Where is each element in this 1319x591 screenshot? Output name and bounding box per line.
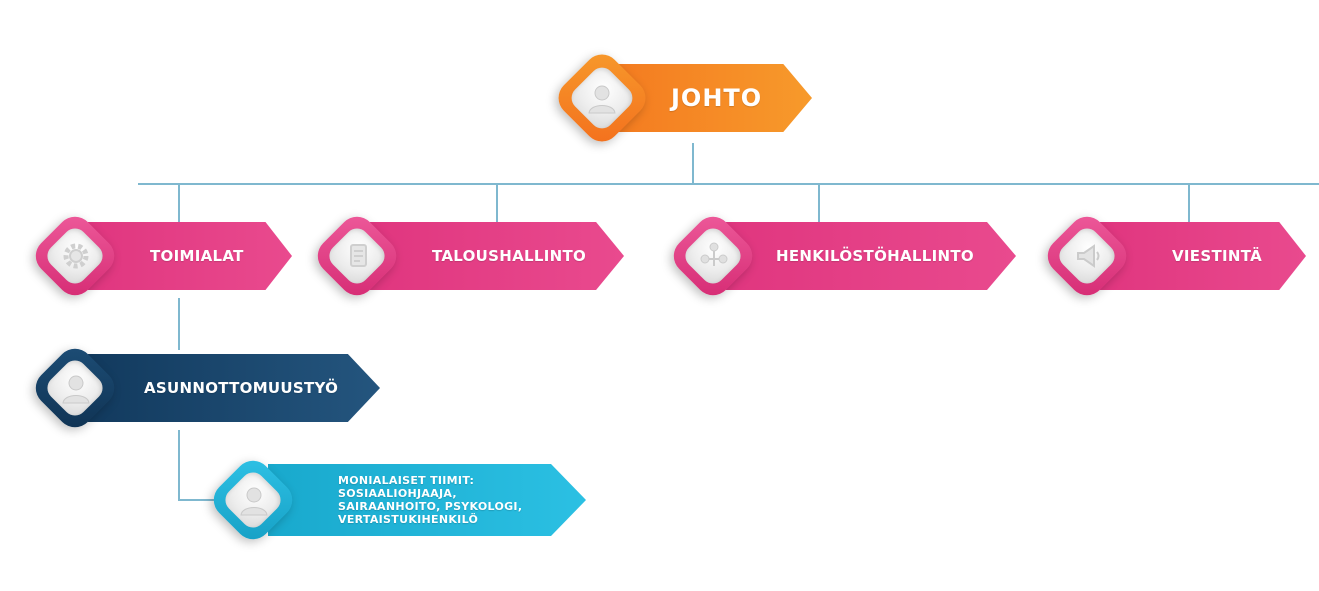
connector-toimialat bbox=[178, 183, 180, 223]
node-monialaiset-banner: MONIALAISET TIIMIT: SOSIAALIOHJAAJA, SAI… bbox=[268, 464, 586, 536]
person-icon bbox=[236, 482, 272, 518]
connector-henkilostohallinto bbox=[818, 183, 820, 223]
node-monialaiset-line-2: SOSIAALIOHJAAJA, bbox=[338, 487, 457, 500]
node-asunnottomuustyo: ASUNNOTTOMUUSTYÖ bbox=[28, 340, 382, 436]
megaphone-icon bbox=[1070, 238, 1106, 274]
connector-monialaiset-horizontal bbox=[178, 499, 220, 501]
node-johto: JOHTO bbox=[551, 47, 812, 149]
node-henkilostohallinto-banner: HENKILÖSTÖHALLINTO bbox=[726, 222, 1016, 290]
node-viestinta-label: VIESTINTÄ bbox=[1172, 247, 1262, 265]
document-icon bbox=[340, 238, 376, 274]
node-henkilostohallinto-label: HENKILÖSTÖHALLINTO bbox=[776, 247, 974, 265]
connector-horizontal-bus bbox=[138, 183, 1319, 185]
node-asunnottomuustyo-label: ASUNNOTTOMUUSTYÖ bbox=[144, 379, 339, 397]
connector-taloushallinto bbox=[496, 183, 498, 223]
node-asunnottomuustyo-banner: ASUNNOTTOMUUSTYÖ bbox=[88, 354, 380, 422]
node-toimialat: TOIMIALAT bbox=[28, 209, 292, 303]
connector-toimialat-down bbox=[178, 298, 180, 350]
node-viestinta: VIESTINTÄ bbox=[1040, 209, 1306, 303]
node-taloushallinto-label: TALOUSHALLINTO bbox=[432, 247, 587, 265]
node-toimialat-label: TOIMIALAT bbox=[150, 247, 244, 265]
node-monialaiset-line-3: SAIRAANHOITO, PSYKOLOGI, bbox=[338, 500, 523, 513]
node-monialaiset-line-4: VERTAISTUKIHENKILÖ bbox=[338, 513, 479, 526]
connector-johto-down bbox=[692, 143, 694, 185]
node-monialaiset: MONIALAISET TIIMIT: SOSIAALIOHJAAJA, SAI… bbox=[206, 450, 586, 550]
node-taloushallinto: TALOUSHALLINTO bbox=[310, 209, 624, 303]
person-icon bbox=[58, 370, 94, 406]
gear-icon bbox=[58, 238, 94, 274]
node-henkilostohallinto: HENKILÖSTÖHALLINTO bbox=[666, 209, 1016, 303]
node-toimialat-banner: TOIMIALAT bbox=[88, 222, 292, 290]
connector-viestinta bbox=[1188, 183, 1190, 223]
connector-asunnottomuustyo-down bbox=[178, 430, 180, 500]
person-icon bbox=[584, 80, 620, 116]
node-viestinta-banner: VIESTINTÄ bbox=[1100, 222, 1306, 290]
node-monialaiset-line-1: MONIALAISET TIIMIT: bbox=[338, 474, 475, 487]
node-johto-label: JOHTO bbox=[671, 84, 763, 112]
node-taloushallinto-banner: TALOUSHALLINTO bbox=[370, 222, 624, 290]
people-network-icon bbox=[696, 238, 732, 274]
